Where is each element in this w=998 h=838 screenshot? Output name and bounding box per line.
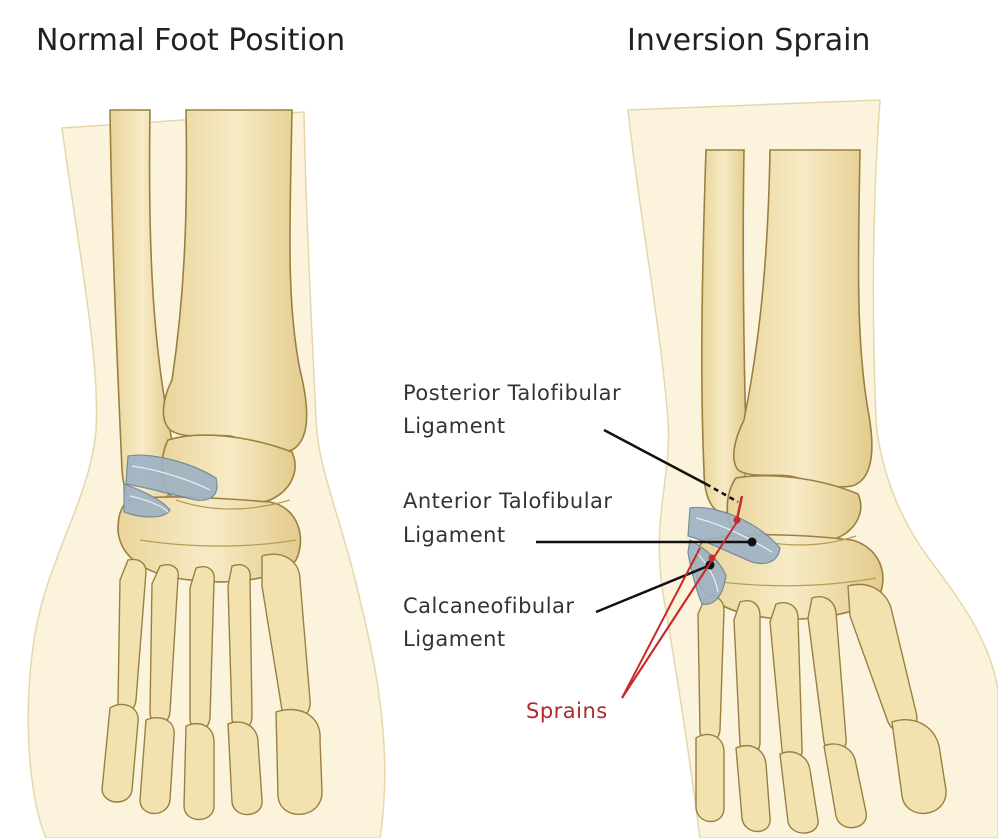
label-posterior-line1: Posterior Talofibular	[403, 381, 621, 405]
label-posterior-talofibular: Posterior Talofibular Ligament	[403, 381, 621, 438]
leader-anterior-dot	[748, 538, 757, 547]
label-posterior-line2: Ligament	[403, 414, 506, 438]
title-normal-foot: Normal Foot Position	[36, 23, 345, 58]
label-sprains: Sprains	[526, 699, 608, 723]
label-anterior-talofibular: Anterior Talofibular Ligament	[403, 489, 613, 547]
title-inversion-sprain: Inversion Sprain	[627, 23, 870, 58]
normal-foot-illustration	[28, 110, 385, 838]
label-anterior-line2: Ligament	[403, 523, 506, 547]
label-anterior-line1: Anterior Talofibular	[403, 489, 613, 513]
label-calcaneo-line1: Calcaneofibular	[403, 594, 575, 618]
label-calcaneo-line2: Ligament	[403, 627, 506, 651]
inversion-foot-illustration	[628, 100, 998, 838]
label-calcaneofibular: Calcaneofibular Ligament	[403, 594, 575, 651]
